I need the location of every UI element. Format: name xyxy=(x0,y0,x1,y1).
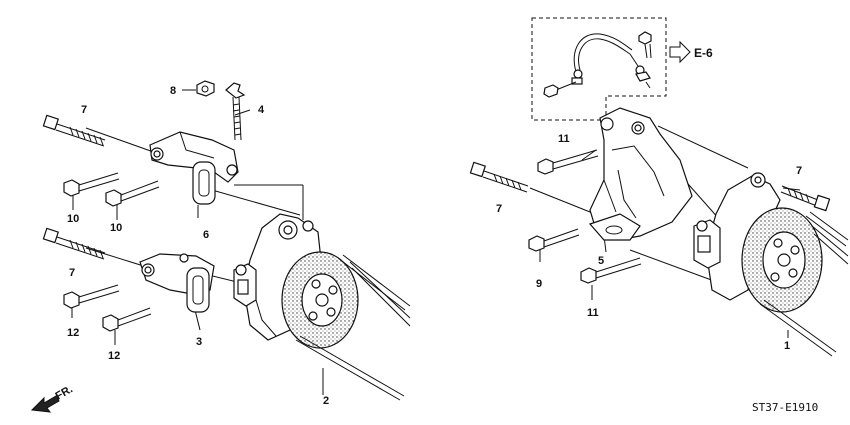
adjuster-3 xyxy=(186,267,210,313)
adjuster-6 xyxy=(192,161,216,205)
callout-12-left: 12 xyxy=(67,327,79,339)
bolt-11-lower xyxy=(580,257,642,284)
right-assembly: E-6 xyxy=(469,17,849,357)
callout-11-upper: 11 xyxy=(558,133,570,145)
wire-harness-inset xyxy=(531,17,667,121)
pump-bracket-5 xyxy=(588,107,693,241)
bolt-7-right-right xyxy=(780,185,831,212)
reference-e6-label: E-6 xyxy=(694,46,713,60)
adjust-bolt-4 xyxy=(225,82,246,141)
front-direction-label: FR. xyxy=(54,383,75,402)
callout-7-right-left: 7 xyxy=(496,203,502,215)
power-steering-pump-left xyxy=(233,213,359,349)
bolt-7-upper xyxy=(42,114,106,147)
bolt-10-left xyxy=(63,172,120,197)
callout-11-lower: 11 xyxy=(587,307,599,319)
callout-1: 1 xyxy=(784,340,790,352)
bolt-9 xyxy=(528,228,580,252)
callout-7-lower: 7 xyxy=(69,267,75,279)
reference-e6: E-6 xyxy=(669,40,713,64)
callout-5: 5 xyxy=(598,255,604,267)
callout-9: 9 xyxy=(536,278,542,290)
callout-8: 8 xyxy=(170,85,176,97)
power-steering-pump-right xyxy=(693,172,823,313)
callout-3: 3 xyxy=(196,336,202,348)
callout-10-left: 10 xyxy=(67,213,79,225)
callout-6: 6 xyxy=(203,229,209,241)
left-assembly: 7 8 4 10 10 6 7 12 12 3 2 FR. xyxy=(30,80,411,413)
callout-12-right: 12 xyxy=(108,350,120,362)
upper-bracket xyxy=(149,131,239,183)
bolt-7-lower xyxy=(42,227,106,260)
bolt-7-right-left xyxy=(469,161,529,193)
callout-2: 2 xyxy=(323,395,329,407)
bolt-11-upper xyxy=(537,149,599,175)
callout-10-right: 10 xyxy=(110,222,122,234)
diagram-code: ST37-E1910 xyxy=(752,401,818,414)
callout-7-upper: 7 xyxy=(81,104,87,116)
belt-2 xyxy=(295,254,411,401)
bolt-10-right xyxy=(105,180,160,207)
belt-1 xyxy=(759,211,849,357)
callout-4: 4 xyxy=(258,104,265,116)
bolt-12-left xyxy=(63,284,120,309)
bolt-12-right xyxy=(102,307,152,332)
nut-8 xyxy=(196,80,215,97)
front-direction-arrow: FR. xyxy=(30,383,75,413)
callout-7-right-right: 7 xyxy=(796,165,802,177)
